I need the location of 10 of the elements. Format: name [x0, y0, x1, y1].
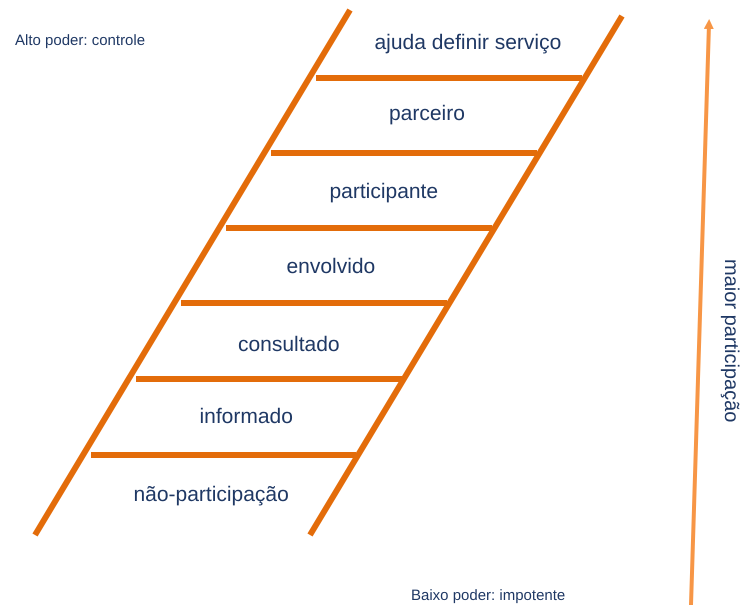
rung-label: envolvido [286, 256, 376, 276]
rung-label: ajuda definir serviço [374, 32, 562, 52]
axis-label: maior participação [721, 258, 741, 422]
corner-note: Baixo poder: impotente [411, 588, 566, 603]
rung-label: consultado [238, 334, 340, 354]
rung-label: não-participação [134, 484, 289, 504]
rung-label: parceiro [389, 102, 465, 124]
rung-label: participante [330, 180, 438, 202]
rung-label: informado [200, 406, 293, 426]
corner-note: Alto poder: controle [15, 33, 146, 48]
